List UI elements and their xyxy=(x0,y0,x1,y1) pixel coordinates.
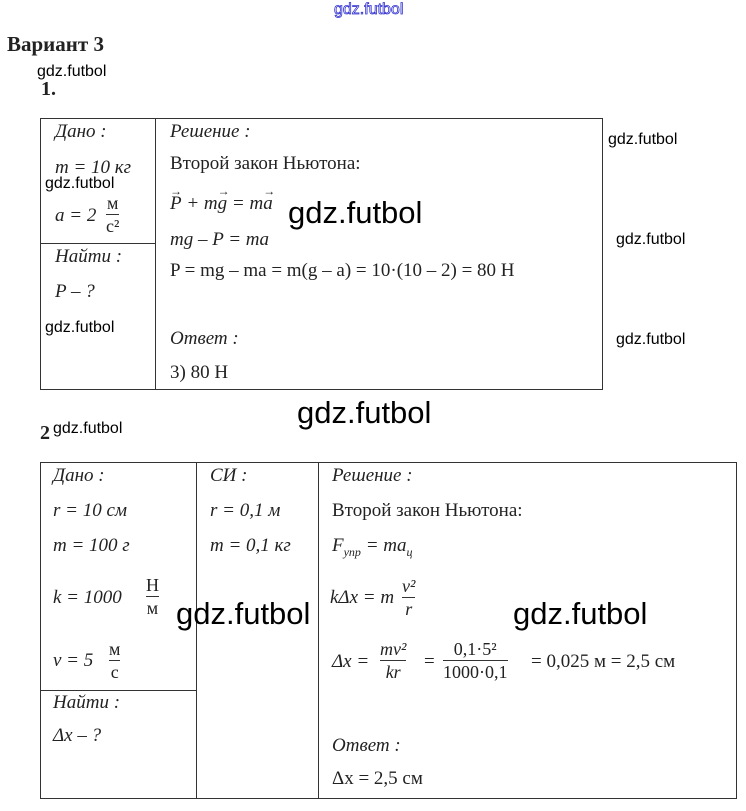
unit-denominator: с² xyxy=(106,216,120,236)
solution-label: Решение : xyxy=(332,465,413,486)
eq-part: + m xyxy=(181,193,218,214)
equation-3-equals: = xyxy=(424,651,435,672)
si-mass: m = 0,1 кг xyxy=(210,535,291,556)
watermark: gdz.futbol xyxy=(608,131,678,148)
watermark: gdz.futbol xyxy=(37,63,107,80)
watermark: gdz.futbol xyxy=(616,331,686,348)
task1-number: 1. xyxy=(41,78,56,100)
fraction-bar xyxy=(443,660,508,661)
task2-number: 2 xyxy=(40,422,50,444)
find-label: Найти : xyxy=(55,246,123,267)
divider xyxy=(40,690,196,691)
fraction-bar xyxy=(146,596,159,597)
fraction-denominator: kr xyxy=(385,662,401,682)
stiffness-unit: Н м xyxy=(146,574,159,619)
watermark: gdz.futbol xyxy=(176,596,311,631)
unit-denominator: с xyxy=(110,662,119,682)
equation-2-fraction: v² r xyxy=(402,575,416,620)
eq-part: = m xyxy=(227,193,264,214)
answer-label: Ответ : xyxy=(170,328,239,349)
eq-part: = ma xyxy=(360,535,407,556)
given-speed: v = 5 xyxy=(53,650,94,671)
divider xyxy=(196,462,197,798)
vector-g: g xyxy=(218,180,229,215)
equation-3-fraction-1: mv² kr xyxy=(380,638,407,683)
equation-2: mg – P = ma xyxy=(170,229,270,250)
equation-3-result: = 0,025 м = 2,5 см xyxy=(531,651,676,672)
vector-a: a xyxy=(263,180,274,215)
law-title: Второй закон Ньютона: xyxy=(332,500,523,521)
divider xyxy=(40,243,155,244)
fraction-denominator: r xyxy=(405,599,413,619)
si-label: СИ : xyxy=(210,465,248,486)
given-label: Дано : xyxy=(53,465,105,486)
divider xyxy=(318,462,319,798)
eq-part: F xyxy=(332,535,344,556)
watermark: gdz.futbol xyxy=(513,596,648,631)
fraction-denominator: 1000·0,1 xyxy=(443,662,508,682)
divider xyxy=(155,118,156,389)
eq-subscript: ц xyxy=(406,544,413,559)
equation-3-fraction-2: 0,1·5² 1000·0,1 xyxy=(443,638,508,683)
eq-subscript: упр xyxy=(343,544,361,559)
fraction-bar xyxy=(106,214,120,215)
unit-denominator: м xyxy=(146,598,159,618)
heading: Вариант 3 xyxy=(7,32,104,56)
fraction-numerator: mv² xyxy=(380,639,407,659)
fraction-bar xyxy=(109,660,121,661)
speed-unit: м с xyxy=(109,638,121,683)
unit-numerator: Н xyxy=(146,575,159,595)
watermark: gdz.futbol xyxy=(53,420,123,437)
answer-value: Δx = 2,5 см xyxy=(332,768,423,789)
task1-table xyxy=(40,118,603,390)
equation-1: Fупр = maц xyxy=(332,535,412,563)
watermark: gdz.futbol xyxy=(45,319,115,336)
law-title: Второй закон Ньютона: xyxy=(170,153,361,174)
find-value: P – ? xyxy=(55,281,95,302)
given-radius: r = 10 см xyxy=(53,500,128,521)
vector-p: P xyxy=(170,180,182,215)
fraction-bar xyxy=(402,597,416,598)
solution-label: Решение : xyxy=(170,121,251,142)
watermark: gdz.futbol xyxy=(297,395,432,430)
fraction-numerator: 0,1·5² xyxy=(453,639,497,659)
watermark: gdz.futbol xyxy=(288,195,423,230)
acceleration-unit: м с² xyxy=(106,192,120,237)
fraction-numerator: v² xyxy=(402,576,416,596)
equation-3-lhs: Δx = xyxy=(332,651,370,672)
unit-numerator: м xyxy=(109,639,121,659)
given-stiffness: k = 1000 xyxy=(53,587,122,608)
answer-value: 3) 80 Н xyxy=(170,362,229,383)
find-label: Найти : xyxy=(53,692,121,713)
task2-table xyxy=(40,462,737,799)
watermark: gdz.futbol xyxy=(45,175,115,192)
answer-label: Ответ : xyxy=(332,735,401,756)
given-acceleration: a = 2 xyxy=(55,205,97,226)
given-mass: m = 10 кг xyxy=(55,157,132,178)
given-mass: m = 100 г xyxy=(53,535,130,556)
equation-vector: P + mg = ma xyxy=(170,180,275,215)
fraction-bar xyxy=(380,660,407,661)
find-value: Δx – ? xyxy=(53,725,102,746)
watermark: gdz.futbol xyxy=(616,231,686,248)
si-radius: r = 0,1 м xyxy=(210,500,281,521)
equation-3: P = mg – ma = m(g – a) = 10·(10 – 2) = 8… xyxy=(170,260,515,281)
unit-numerator: м xyxy=(107,193,119,213)
equation-2-lhs: kΔx = m xyxy=(330,587,395,608)
given-label: Дано : xyxy=(55,121,107,142)
watermark-top: gdz.futbol xyxy=(334,1,404,19)
